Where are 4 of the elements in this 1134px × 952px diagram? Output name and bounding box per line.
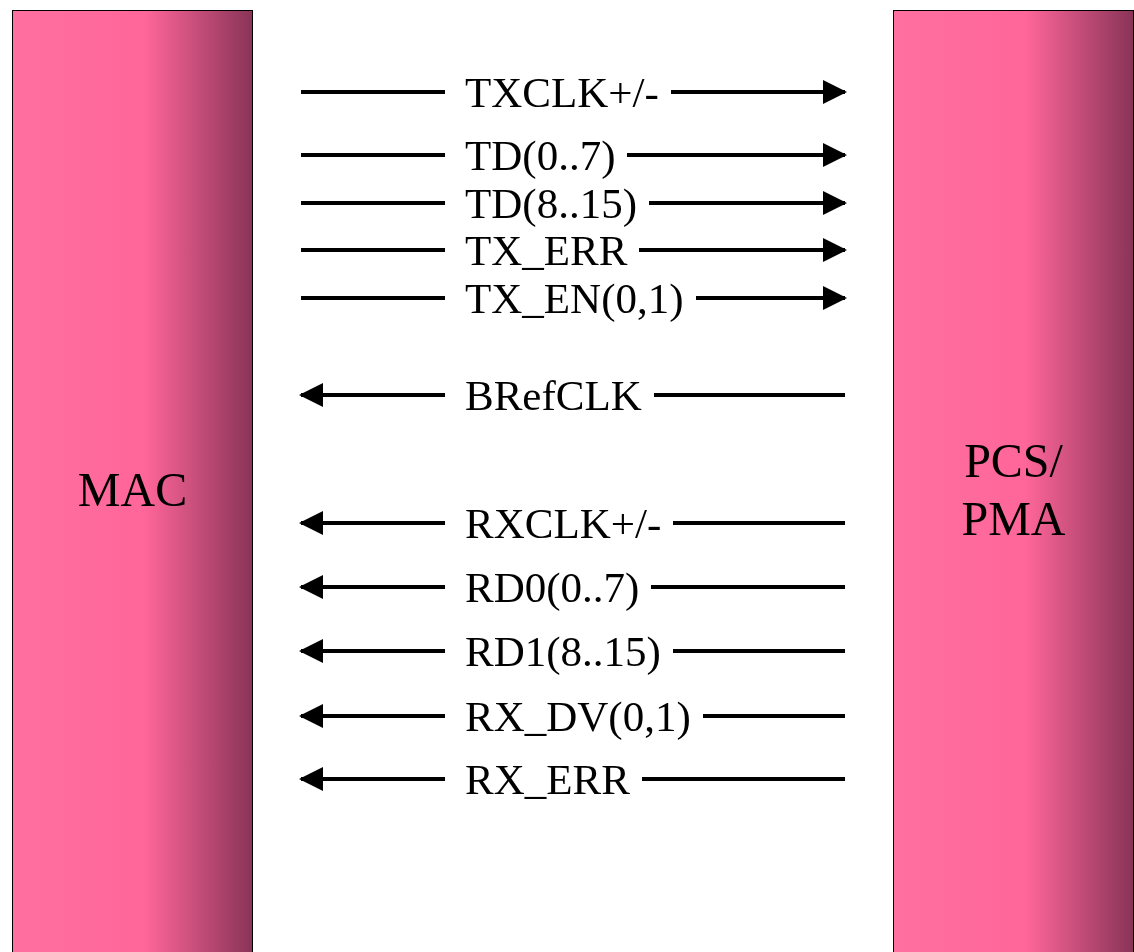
block-label: PCS/ PMA: [960, 433, 1067, 547]
layer-block: [12, 10, 253, 952]
block-label: MAC: [76, 462, 189, 519]
layer-block: [893, 10, 1134, 952]
